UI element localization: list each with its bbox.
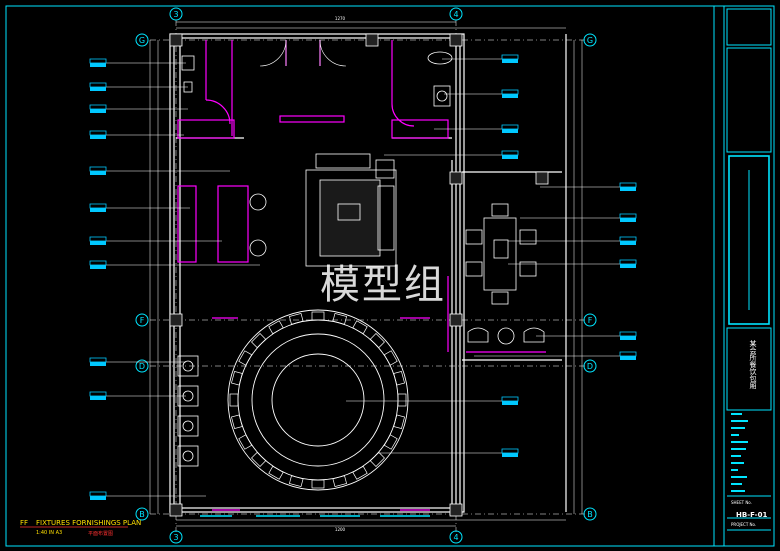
dimension-bottom: 1200: [335, 527, 346, 532]
tag-symbol: [619, 182, 637, 191]
banquet-chair: [311, 479, 325, 489]
banquet-chair: [369, 451, 385, 467]
banquet-chair: [288, 475, 304, 487]
project-number-label: PROJECT No.: [731, 522, 757, 527]
grid-label-g-left: G: [139, 36, 145, 45]
tag-symbol: [619, 331, 637, 340]
banquet-chair: [238, 350, 253, 366]
tag-symbol: [501, 54, 519, 63]
banquet-chair: [352, 320, 368, 335]
tag-symbol: [89, 236, 107, 245]
tag-symbol: [89, 491, 107, 500]
tag-symbol: [501, 124, 519, 133]
banquet-chair: [238, 434, 253, 450]
banquet-chair: [288, 313, 304, 325]
grid-label-g-right: G: [587, 36, 593, 45]
sheet-border: [5, 5, 775, 547]
dining-set: [465, 203, 537, 305]
banquet-chair: [352, 465, 368, 480]
toilet-fixtures: [181, 51, 453, 107]
banquet-chair: [397, 393, 407, 407]
banquet-table: [227, 309, 409, 491]
dimension-lines: [149, 21, 583, 527]
grid-label-d-left: D: [139, 362, 145, 371]
fixture-tags: [89, 54, 637, 500]
banquet-chair: [251, 451, 267, 467]
walls: [169, 33, 567, 513]
banquet-chair: [383, 434, 398, 450]
columns: [169, 33, 549, 517]
banquet-chair: [231, 414, 243, 430]
doors: [177, 40, 546, 511]
tag-symbol: [89, 166, 107, 175]
banquet-chair: [369, 333, 385, 349]
project-title: 某会所餐饮包厢: [749, 340, 757, 389]
tag-symbol: [89, 357, 107, 366]
tag-symbol: [619, 259, 637, 268]
tag-symbol: [619, 236, 637, 245]
drawing-subtitle: 平面布置图: [88, 531, 114, 537]
banquet-chair: [332, 475, 348, 487]
grid-label-b-right: B: [587, 510, 593, 519]
banquet-chair: [268, 320, 284, 335]
banquet-chair: [383, 350, 398, 366]
grid-label-f-right: F: [588, 316, 593, 325]
tag-symbol: [89, 203, 107, 212]
banquet-chairs: [229, 311, 407, 489]
dimension-top: 1270: [335, 16, 346, 21]
drawing-tag: FF: [20, 519, 29, 527]
title-block-lines: [731, 413, 748, 492]
tag-symbol: [619, 213, 637, 222]
banquet-chair: [393, 414, 405, 430]
grid-label-d-right: D: [587, 362, 593, 371]
tag-symbol: [501, 150, 519, 159]
grid-label-col-3-top: 3: [173, 10, 178, 19]
drawing-scale: 1:40 IN A3: [36, 530, 63, 536]
banquet-chair: [251, 333, 267, 349]
grid-labels: 3 4 3 4 G G F F D D B B: [139, 10, 593, 542]
tag-symbol: [89, 391, 107, 400]
banquet-chair: [311, 311, 325, 321]
tag-symbol: [89, 260, 107, 269]
banquet-chair: [231, 370, 243, 386]
door-swings: [259, 39, 347, 67]
drawing-title: FIXTURES FORNISHINGS PLAN: [36, 519, 142, 527]
tag-symbol: [619, 351, 637, 360]
sheet-number-label: SHEET No.: [731, 500, 752, 505]
banquet-chair: [332, 313, 348, 325]
grid-label-col-4-top: 4: [453, 10, 458, 19]
tag-symbol: [89, 130, 107, 139]
dimension-text: 1270 1200: [335, 16, 346, 532]
tag-symbol: [501, 396, 519, 405]
armchairs: [467, 327, 545, 345]
grid-label-col-4-bottom: 4: [453, 533, 458, 542]
tag-symbol: [89, 82, 107, 91]
watermark: 模型组: [320, 262, 446, 308]
banquet-chair: [393, 370, 405, 386]
leader-lines: [106, 58, 620, 497]
grid-label-col-3-bottom: 3: [173, 533, 178, 542]
tag-symbol: [89, 104, 107, 113]
sofa-lounge: [249, 153, 397, 267]
sheet-number: HB-F-01: [736, 511, 768, 519]
banquet-chair: [229, 393, 239, 407]
tag-symbol: [501, 89, 519, 98]
grid-bubbles: [135, 7, 597, 544]
banquet-chair: [268, 465, 284, 480]
grid-label-b-left: B: [139, 510, 145, 519]
side-cabinets: [177, 355, 199, 467]
tag-symbol: [89, 58, 107, 67]
tag-symbol: [501, 448, 519, 457]
grid-label-f-left: F: [140, 316, 145, 325]
